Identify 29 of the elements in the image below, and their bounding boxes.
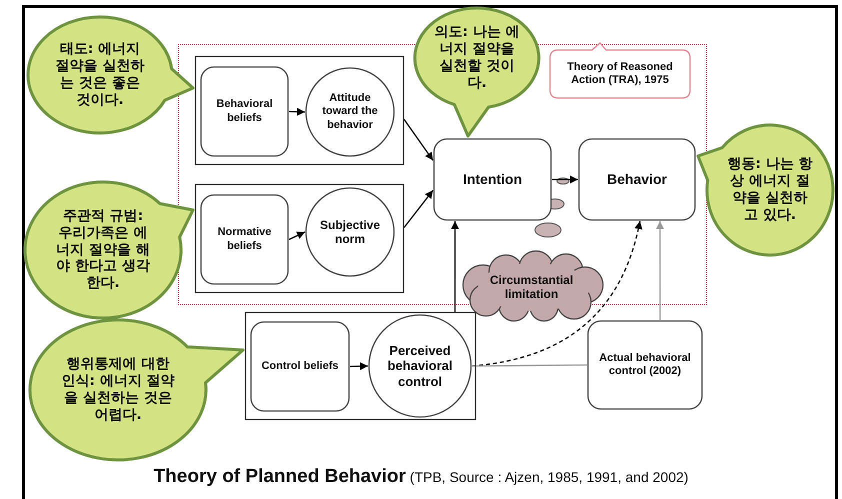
arrow [288, 108, 306, 116]
arrow [656, 221, 664, 320]
process-box: Control beliefs [250, 321, 350, 412]
concept-circle: Attitude toward the behavior [305, 67, 395, 157]
arrow [403, 190, 434, 228]
arrow [288, 231, 306, 240]
caption: Theory of Planned Behavior (TPB, Source : Ajzen, 1985, 1991, and 2002) [152, 466, 690, 488]
concept-circle: Subjective norm [305, 187, 395, 277]
group-box [195, 184, 404, 293]
arrow [403, 118, 434, 161]
arrow [350, 362, 368, 370]
speech-bubble: 행위통제에 대한 인식: 에너지 절약을 실천하는 것은 어렵다. [27, 317, 246, 463]
group-box [245, 312, 476, 420]
dashed-arrow [472, 220, 642, 367]
process-box: Intention [433, 138, 552, 221]
speech-bubble: 의도: 나는 에너지 절약을 실천할 것이다. [412, 5, 542, 139]
speech-bubble: 태도: 에너지 절약을 실천하는 것은 좋은 것이다. [25, 14, 196, 136]
arrow [451, 221, 459, 312]
speech-bubble: 행동: 나는 항상 에너지 절약을 실천하고 있다. [695, 122, 836, 258]
process-box: Actual behavioral control (2002) [587, 320, 703, 410]
connector-line [472, 364, 587, 367]
group-box [195, 56, 404, 165]
speech-bubble: 주관적 규범: 우리가족은 에너지 절약을 해야 한다고 생각한다. [22, 179, 196, 321]
process-box: Behavior [578, 138, 696, 221]
process-box: Normative beliefs [200, 194, 289, 285]
callout-box: Theory of Reasoned Action (TRA), 1975 [548, 42, 692, 100]
concept-circle: Perceived behavioral control [368, 314, 472, 418]
process-box: Behavioral beliefs [200, 66, 289, 157]
arrow [552, 176, 578, 184]
